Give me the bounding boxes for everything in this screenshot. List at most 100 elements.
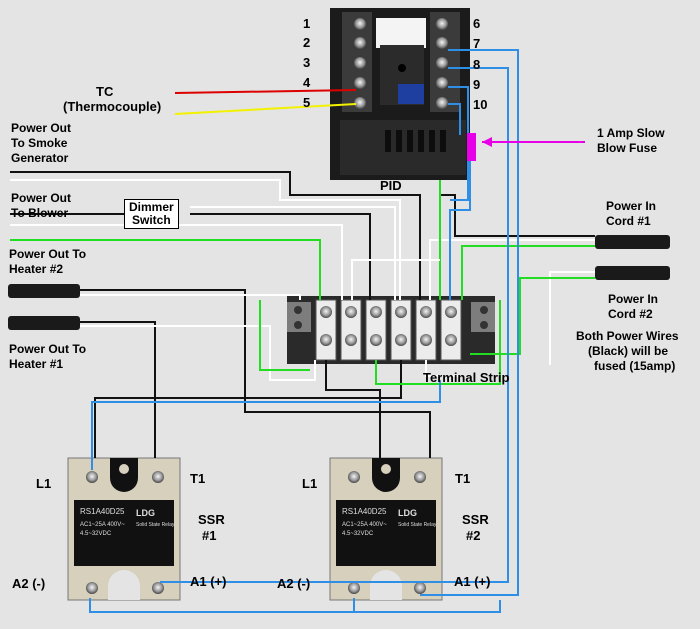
ssr2-model-text: RS1A40D25 xyxy=(342,507,387,516)
pid-terminal-9: 9 xyxy=(473,77,481,92)
terminal-strip-label: Terminal Strip xyxy=(423,370,510,385)
pid-terminal-7: 7 xyxy=(473,36,481,51)
fuse-out-wire xyxy=(449,150,471,300)
ssr1-a2-label: A2 (-) xyxy=(12,576,46,591)
heater2-label-line1: Power Out To xyxy=(9,247,87,261)
blower-wire-black-2 xyxy=(190,213,371,300)
ssr2-spec2-text: 4.5~32VDC xyxy=(342,531,374,537)
pid-label: PID xyxy=(380,178,402,193)
ssr1-spec1-text: AC1~25A 400V~ xyxy=(80,522,125,528)
heater2-label-line2: Heater #2 xyxy=(9,262,64,276)
pid-terminal-10: 10 xyxy=(473,97,488,112)
ssr1-brand-sub-text: Solid State Relay xyxy=(136,522,175,528)
fuse xyxy=(467,133,476,161)
cord1-label-line2: Cord #1 xyxy=(606,214,651,228)
heater2-wire-green xyxy=(10,239,321,300)
ssr2-a1-wire xyxy=(420,49,519,596)
cord2-wire-white xyxy=(549,271,595,365)
strip-white-1 xyxy=(351,259,440,300)
pid-terminal-6: 6 xyxy=(473,16,481,31)
strip-white-2 xyxy=(425,360,460,377)
power-cord-1 xyxy=(595,235,670,249)
pid-controller xyxy=(330,8,470,180)
smoke-wire-black xyxy=(10,171,421,300)
ssr1-l1-blue xyxy=(91,380,441,470)
ssr1-label-line2: #1 xyxy=(202,528,217,543)
ssr1-label-line1: SSR xyxy=(198,512,225,527)
pid-terminal-5: 5 xyxy=(303,95,311,110)
ssr-1-face-text: RS1A40D25 AC1~25A 400V~ 4.5~32VDC LDG So… xyxy=(80,507,175,537)
blower-wire-white xyxy=(10,224,343,300)
ssr1-spec2-text: 4.5~32VDC xyxy=(80,531,112,537)
smoke-label-line2: To Smoke xyxy=(11,136,68,150)
cord1-wire-white xyxy=(429,239,595,300)
ssr2-spec1-text: AC1~25A 400V~ xyxy=(342,522,387,528)
ssr1-t1-label: T1 xyxy=(190,471,206,486)
ssr2-brand-text: LDG xyxy=(398,508,417,518)
heater2-wire-white xyxy=(80,294,301,300)
note-line1: Both Power Wires xyxy=(576,329,679,343)
pid-terminal-8: 8 xyxy=(473,57,481,72)
ssr1-brand-text: LDG xyxy=(136,508,155,518)
heater1-label-line1: Power Out To xyxy=(9,342,87,356)
cord2-label-line2: Cord #2 xyxy=(608,307,653,321)
ssr2-a1-label: A1 (+) xyxy=(454,574,491,589)
tc-label-line2: (Thermocouple) xyxy=(63,99,162,114)
cord2-label-line1: Power In xyxy=(608,292,659,306)
strip-black-ssr1 xyxy=(94,360,402,458)
ssr2-label-line1: SSR xyxy=(462,512,489,527)
ssr-1-body xyxy=(67,457,181,601)
terminal-strip xyxy=(287,296,495,364)
heater1-label-line2: Heater #1 xyxy=(9,357,64,371)
heater1-wire-black xyxy=(80,321,156,458)
heater2-wire-black xyxy=(80,289,431,458)
smoke-wire-white xyxy=(10,179,401,300)
dimmer-switch: Dimmer Switch xyxy=(124,199,179,229)
cord2-wire-green xyxy=(470,277,595,355)
tc-label-line1: TC xyxy=(96,84,114,99)
tc-wire-yellow xyxy=(174,103,357,115)
strip-black-ssr2 xyxy=(325,360,381,458)
dimmer-label-line1: Dimmer xyxy=(129,200,174,214)
ssr1-model-text: RS1A40D25 xyxy=(80,507,125,516)
dimmer-label-line2: Switch xyxy=(132,213,171,227)
ssr-2-face-text: RS1A40D25 AC1~25A 400V~ 4.5~32VDC LDG So… xyxy=(342,507,437,537)
ssr2-a2-label: A2 (-) xyxy=(277,576,311,591)
ssr1-l1-label: L1 xyxy=(36,476,52,491)
ssr2-l1-label: L1 xyxy=(302,476,318,491)
heater1-cord xyxy=(8,316,80,330)
fuse-arrow-icon xyxy=(482,137,492,147)
smoke-label-line3: Generator xyxy=(11,151,69,165)
ssr2-brand-sub-text: Solid State Relay xyxy=(398,522,437,528)
blower-label-line1: Power Out xyxy=(11,191,72,205)
cord1-label-line1: Power In xyxy=(606,199,657,213)
note-line2: (Black) will be xyxy=(588,344,669,358)
pid-terminal-1: 1 xyxy=(303,16,311,31)
blower-label-line2: To Blower xyxy=(11,206,69,220)
heater1-wire-white xyxy=(80,325,316,381)
tc-wire-red xyxy=(174,89,357,94)
ssr1-a1-wire xyxy=(160,67,509,583)
pid-terminal-3: 3 xyxy=(303,55,311,70)
pid-10-fuse-wire xyxy=(448,103,461,135)
dimmer-wire-white xyxy=(190,206,396,300)
cord1-wire-black xyxy=(440,194,595,237)
power-cord-2 xyxy=(595,266,670,280)
heater2-cord xyxy=(8,284,80,298)
fuse-label-line2: Blow Fuse xyxy=(597,141,658,155)
heater1-wire-green xyxy=(259,300,310,371)
a2-common-wire xyxy=(89,598,501,613)
ssr2-t1-label: T1 xyxy=(455,471,471,486)
ssr-2-body xyxy=(329,457,443,601)
strip-green-2 xyxy=(375,300,501,385)
wires xyxy=(10,49,595,613)
pid-terminal-4: 4 xyxy=(303,75,311,90)
fuse-label-line1: 1 Amp Slow xyxy=(597,126,665,140)
cord1-wire-green xyxy=(461,245,595,300)
pid-screws-right xyxy=(436,18,448,109)
note-line3: fused (15amp) xyxy=(594,359,676,373)
pid-terminal-2: 2 xyxy=(303,35,311,50)
smoke-label-line1: Power Out xyxy=(11,121,72,135)
